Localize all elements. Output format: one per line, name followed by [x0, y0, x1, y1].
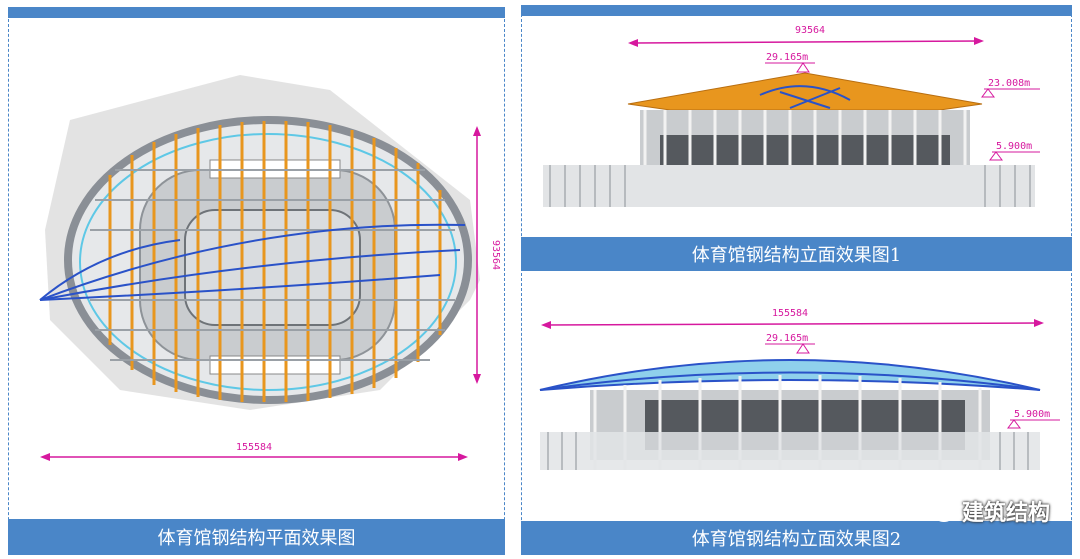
e2-elev-top-text: 29.165m	[766, 333, 808, 344]
e1-elev-base-text: 5.900m	[996, 141, 1032, 152]
e1-dim-arrow-right	[974, 37, 984, 45]
e2-dim-text: 155584	[772, 308, 808, 319]
e1-dim-text: 93564	[795, 25, 825, 36]
e2-base-fence	[540, 432, 1040, 470]
e1-elev-top-text: 29.165m	[766, 52, 808, 63]
e2-elev-top-marker	[796, 343, 810, 354]
elevation-top-bar	[521, 5, 1072, 16]
e2-dim-arrow-left	[541, 321, 551, 329]
plan-cyan-ring	[79, 133, 457, 391]
watermark-text: 建筑结构	[961, 501, 1050, 526]
watermark: 建筑结构	[922, 495, 1050, 527]
plan-caption: 体育馆钢结构平面效果图	[8, 519, 505, 555]
e2-roof-edge	[539, 371, 1041, 391]
e2-fence-posts	[547, 432, 1029, 470]
plan-dim-arrow-left	[40, 453, 50, 461]
e1-elev-eave-marker	[981, 88, 995, 98]
elevation-2-caption: 体育馆钢结构立面效果图2	[521, 521, 1072, 555]
e1-roof-truss	[759, 85, 851, 109]
e1-elev-eave-text: 23.008m	[988, 78, 1030, 89]
e1-dim-line	[631, 40, 981, 44]
plan-dim-vertical-text: 93564	[490, 240, 501, 270]
plan-arena-floor	[184, 209, 361, 326]
wechat-icon	[922, 499, 954, 522]
e2-dim-arrow-right	[1034, 319, 1044, 327]
plan-dim-horizontal-text: 155584	[236, 442, 272, 453]
plan-dim-arrow-bottom	[473, 374, 481, 384]
plan-blue-trusses	[39, 223, 466, 301]
e1-roof	[627, 72, 983, 111]
e2-elev-base-marker	[1007, 419, 1021, 429]
plan-grey-purlins	[90, 169, 455, 361]
plan-top-bar	[8, 7, 505, 18]
elevation-1-caption: 体育馆钢结构立面效果图1	[521, 237, 1072, 271]
e1-elev-top-marker	[796, 62, 810, 73]
plan-dim-arrow-top	[473, 126, 481, 136]
e2-dim-line	[544, 322, 1041, 326]
e1-elev-base-marker	[989, 151, 1003, 161]
e1-fence-posts	[549, 165, 1031, 207]
e2-roof	[539, 359, 1041, 391]
e1-dim-arrow-left	[628, 39, 638, 47]
e2-elev-base-text: 5.900m	[1014, 409, 1050, 420]
plan-orange-ribs	[108, 121, 442, 402]
plan-dim-arrow-right	[458, 453, 468, 461]
